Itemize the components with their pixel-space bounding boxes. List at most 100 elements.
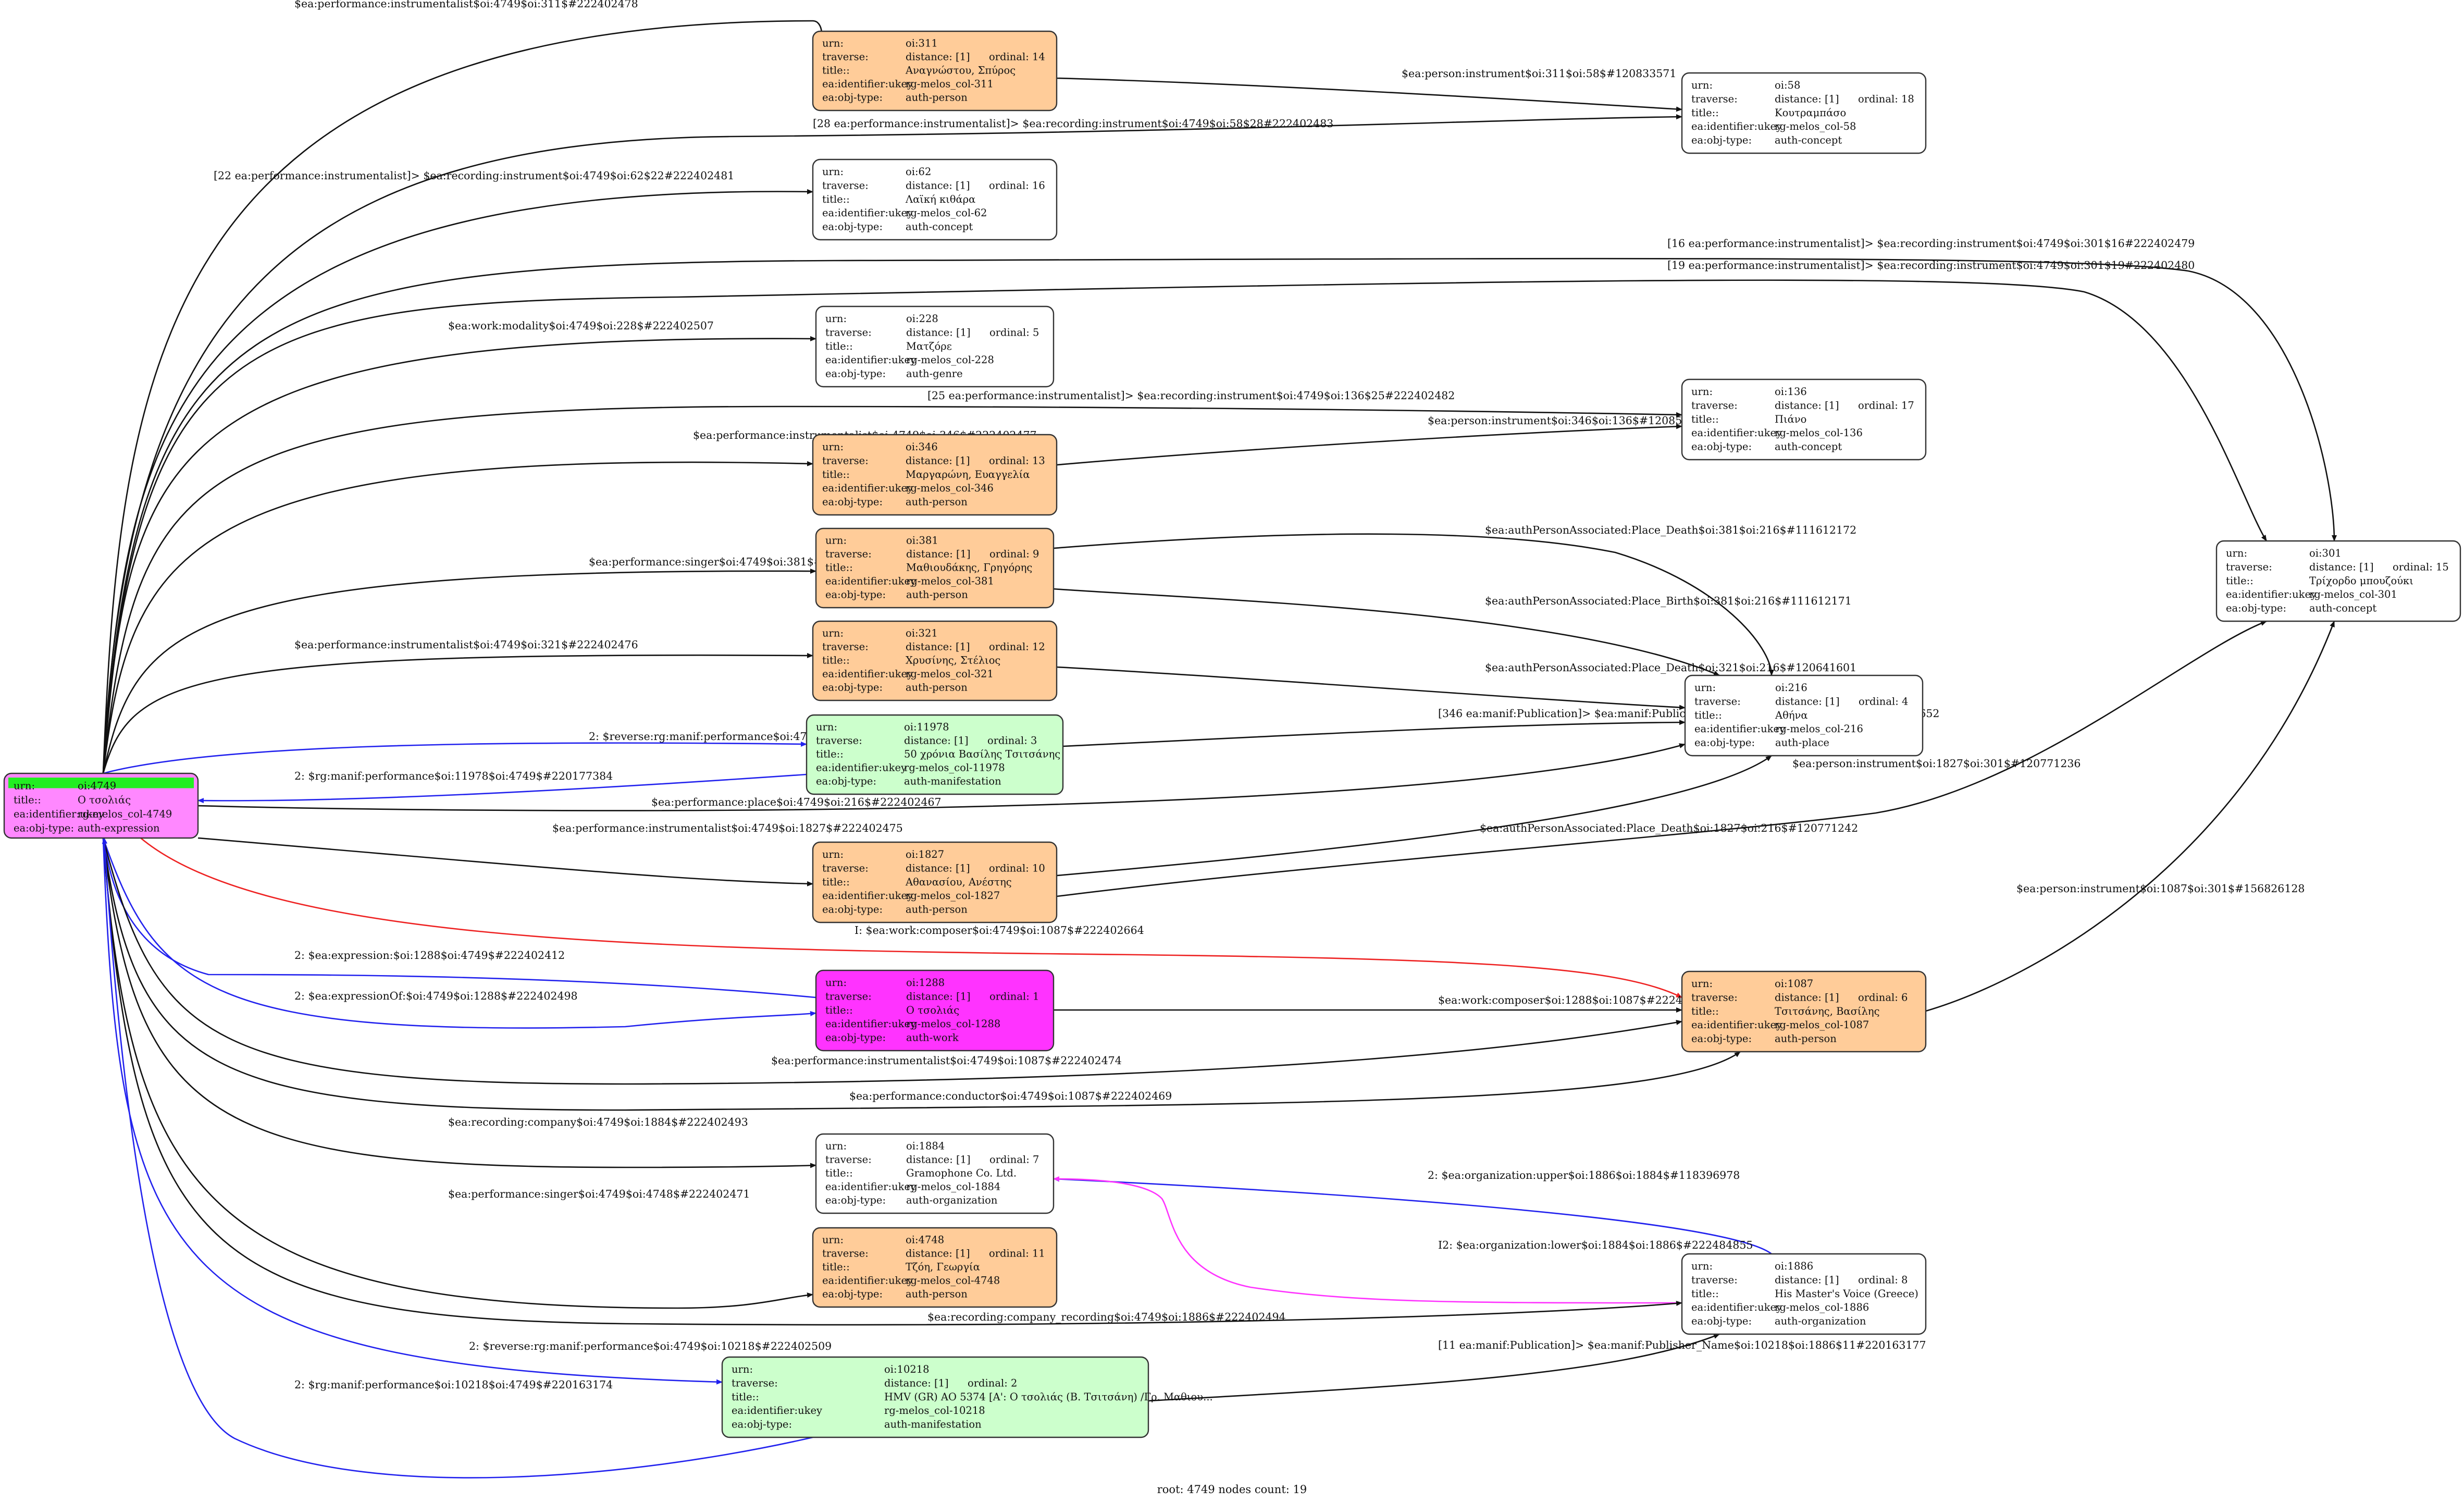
field-otype: auth-person bbox=[906, 1288, 968, 1300]
field-ordinal: ordinal: 3 bbox=[987, 735, 1037, 747]
field-traverse: distance: [1] bbox=[2309, 561, 2374, 573]
field-label: traverse: bbox=[822, 862, 869, 874]
field-label: traverse: bbox=[822, 1248, 869, 1260]
field-label: ea:obj-type: bbox=[1691, 134, 1752, 146]
field-traverse: distance: [1] bbox=[1775, 93, 1839, 105]
field-otype: auth-person bbox=[906, 92, 968, 104]
field-label: traverse: bbox=[1694, 695, 1741, 707]
field-label: ea:obj-type: bbox=[1691, 1033, 1752, 1045]
field-otype: auth-person bbox=[1775, 1033, 1837, 1045]
node-box bbox=[812, 30, 1058, 112]
field-otype: auth-concept bbox=[1775, 134, 1842, 146]
node-box bbox=[1681, 378, 1927, 461]
field-ukey: rg-melos_col-1827 bbox=[906, 890, 1000, 902]
field-ordinal: ordinal: 8 bbox=[1858, 1274, 1908, 1286]
edge-e23 bbox=[1925, 621, 2335, 1012]
field-label: ea:obj-type: bbox=[822, 496, 883, 508]
field-traverse: distance: [1] bbox=[906, 51, 970, 63]
edge-label-e15: $ea:performance:instrumentalist$oi:4749$… bbox=[294, 638, 638, 651]
node-box bbox=[1681, 1253, 1927, 1335]
field-urn: oi:228 bbox=[906, 313, 938, 325]
edge-e2 bbox=[1056, 77, 1682, 112]
field-title: Κουτραμπάσο bbox=[1775, 107, 1846, 119]
edge-label-e18: 2: $rg:manif:performance$oi:11978$oi:474… bbox=[294, 770, 613, 782]
field-ordinal: ordinal: 7 bbox=[989, 1154, 1039, 1166]
field-otype: auth-person bbox=[906, 589, 968, 601]
field-label: ea:identifier:ukey bbox=[732, 1405, 822, 1416]
edge-label-e24: I: $ea:work:composer$oi:4749$oi:1087$#22… bbox=[855, 924, 1144, 937]
field-ukey: rg-melos_col-4748 bbox=[906, 1275, 1000, 1287]
field-urn: oi:136 bbox=[1775, 386, 1807, 398]
field-traverse: distance: [1] bbox=[906, 1154, 971, 1166]
field-label: title:: bbox=[14, 794, 41, 806]
edge-e5 bbox=[102, 257, 2337, 774]
field-otype: auth-concept bbox=[1775, 441, 1842, 453]
edge-e32 bbox=[1053, 1176, 1682, 1304]
edge-label-e11: $ea:authPersonAssociated:Place_Death$oi:… bbox=[1485, 524, 1856, 536]
field-label: traverse: bbox=[1691, 399, 1738, 411]
edge-label-e32: I2: $ea:organization:lower$oi:1884$oi:18… bbox=[1438, 1239, 1753, 1251]
field-label: title:: bbox=[1691, 1288, 1719, 1300]
edge-label-e37: 2: $rg:manif:performance$oi:10218$oi:474… bbox=[294, 1378, 613, 1391]
field-otype: auth-person bbox=[906, 904, 968, 916]
edge-e35 bbox=[102, 837, 723, 1385]
edge-label-e19: $ea:performance:place$oi:4749$oi:216$#22… bbox=[651, 796, 942, 808]
field-label: ea:obj-type: bbox=[822, 1288, 883, 1300]
field-urn: oi:62 bbox=[906, 166, 931, 178]
field-ukey: rg-melos_col-62 bbox=[906, 207, 987, 219]
field-label: traverse: bbox=[822, 179, 869, 191]
edge-e12 bbox=[102, 568, 816, 774]
field-label: ea:obj-type: bbox=[816, 775, 876, 787]
field-title: Τζόη, Γεωργία bbox=[906, 1261, 980, 1273]
field-ordinal: ordinal: 6 bbox=[1858, 991, 1908, 1003]
field-title: Χρυσίνης, Στέλιος bbox=[906, 655, 1000, 667]
field-urn: oi:216 bbox=[1775, 682, 1807, 694]
node-box bbox=[812, 158, 1058, 241]
field-label: traverse: bbox=[825, 990, 872, 1002]
field-label: urn: bbox=[822, 627, 844, 639]
field-label: urn: bbox=[822, 166, 844, 178]
field-label: title:: bbox=[822, 65, 850, 77]
field-label: title:: bbox=[1691, 1005, 1719, 1017]
field-traverse: distance: [1] bbox=[884, 1377, 949, 1389]
node-box bbox=[812, 841, 1058, 923]
field-label: urn: bbox=[822, 38, 844, 50]
field-traverse: distance: [1] bbox=[906, 326, 971, 338]
field-label: ea:identifier:ukey bbox=[822, 78, 913, 90]
field-ukey: rg-melos_col-301 bbox=[2309, 588, 2397, 600]
field-traverse: distance: [1] bbox=[1775, 695, 1840, 707]
field-label: title:: bbox=[825, 1167, 853, 1179]
edge-label-e33: $ea:performance:singer$oi:4749$oi:4748$#… bbox=[448, 1188, 750, 1200]
node-box bbox=[806, 714, 1064, 795]
field-label: title:: bbox=[825, 562, 853, 574]
field-ordinal: ordinal: 17 bbox=[1858, 399, 1914, 411]
field-urn: oi:1886 bbox=[1775, 1260, 1813, 1272]
field-ukey: rg-melos_col-58 bbox=[1775, 120, 1856, 132]
edge-label-e5: [16 ea:performance:instrumentalist]> $ea… bbox=[1667, 237, 2195, 250]
edge-e22 bbox=[197, 837, 813, 886]
edge-e4 bbox=[102, 189, 813, 774]
field-label: title:: bbox=[825, 1004, 853, 1016]
field-label: title:: bbox=[2226, 575, 2253, 587]
field-title: Αθήνα bbox=[1775, 709, 1808, 721]
